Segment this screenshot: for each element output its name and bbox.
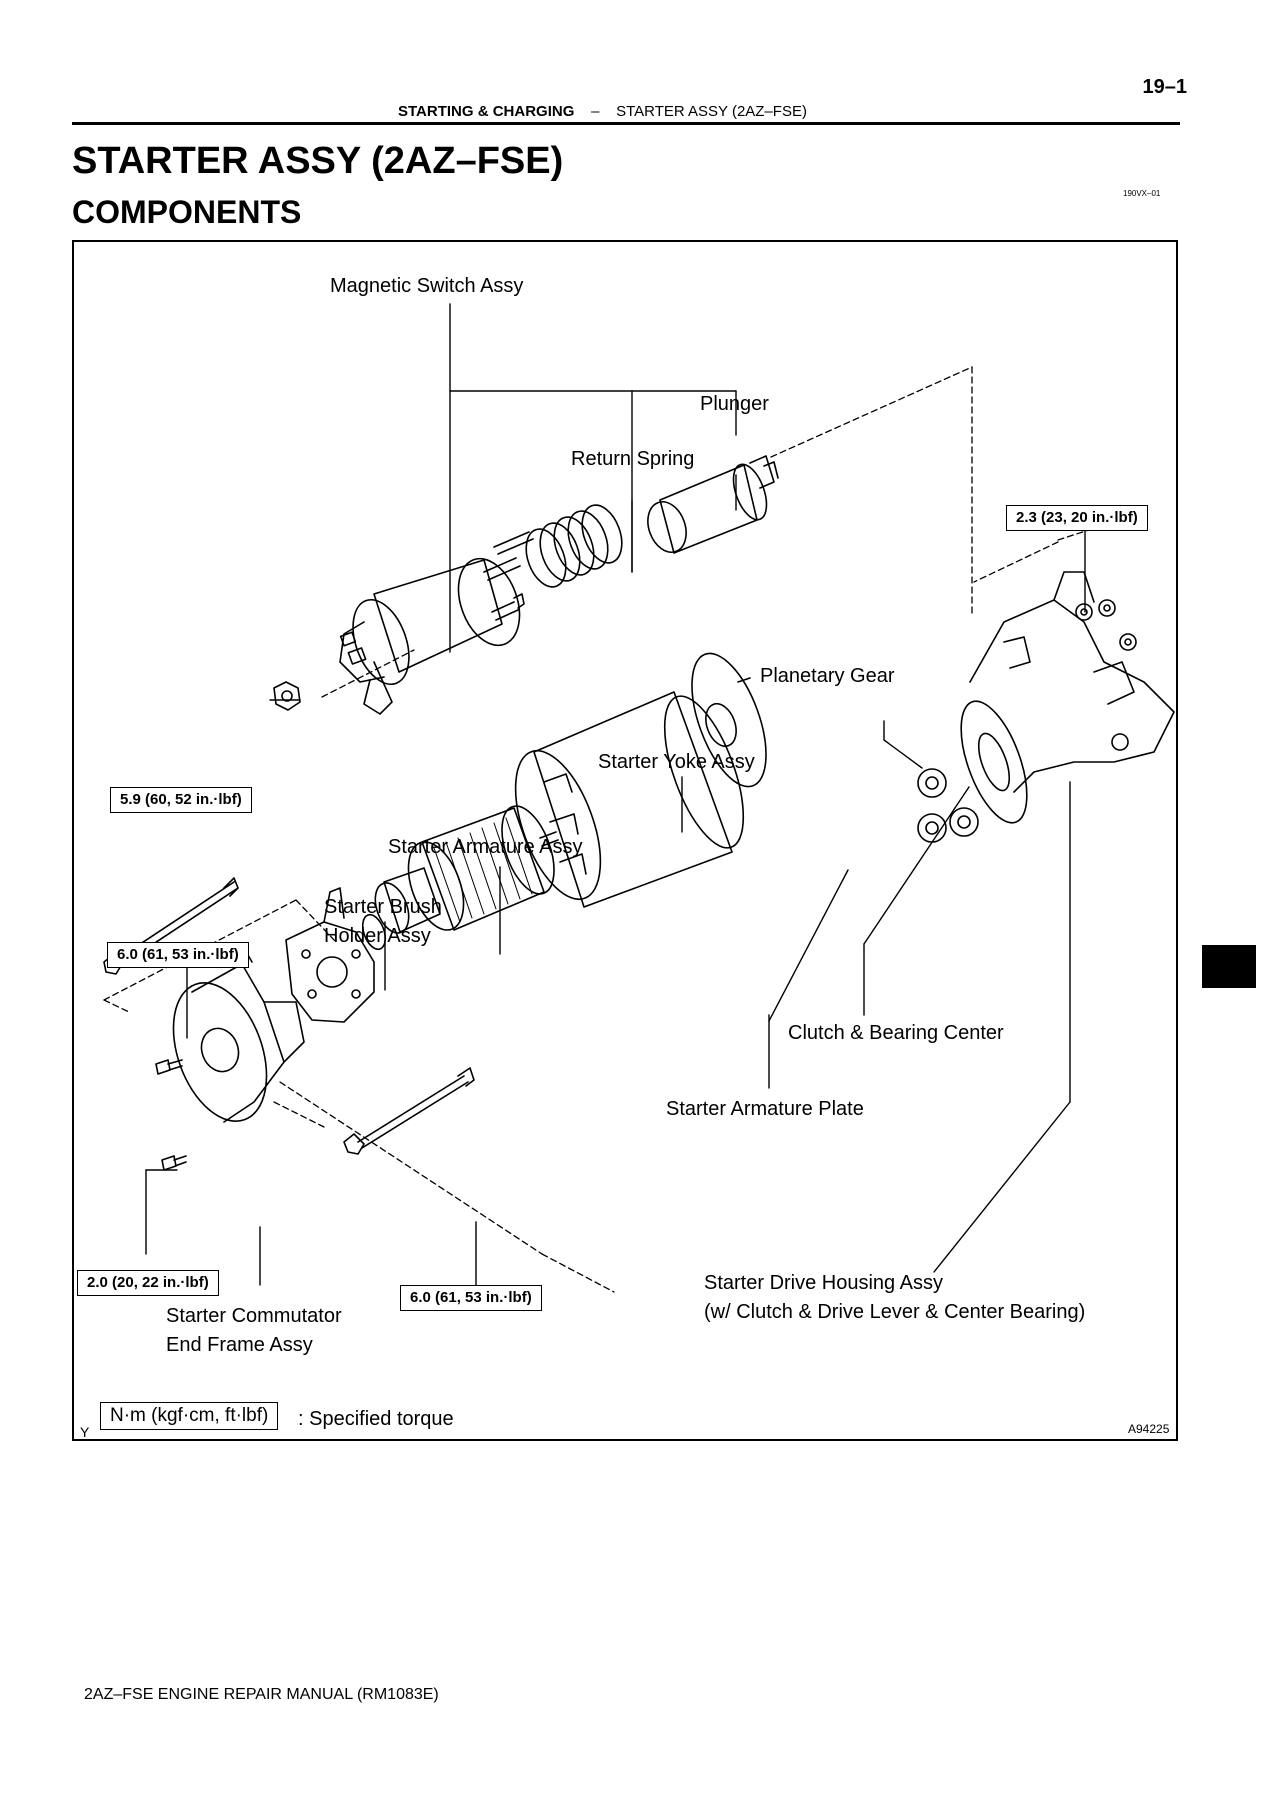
through-bolt-bottom-icon bbox=[343, 1067, 475, 1155]
label-end-frame-line1: Starter Commutator bbox=[166, 1305, 342, 1327]
label-starter-armature: Starter Armature Assy bbox=[388, 836, 583, 858]
drive-housing-icon bbox=[960, 571, 1175, 824]
label-drive-housing-line2: (w/ Clutch & Drive Lever & Center Bearin… bbox=[704, 1301, 1086, 1323]
page-number: 19–1 bbox=[1142, 76, 1188, 98]
return-spring-icon bbox=[525, 504, 623, 588]
running-header: STARTING & CHARGING – STARTER ASSY (2AZ–… bbox=[398, 103, 807, 120]
commutator-end-frame-icon bbox=[172, 947, 305, 1123]
running-header-separator: – bbox=[591, 103, 600, 120]
torque-box-housing-nut: 2.3 (23, 20 in.·lbf) bbox=[1006, 505, 1148, 531]
label-drive-housing-line1: Starter Drive Housing Assy bbox=[704, 1272, 943, 1294]
legend-marker: Y bbox=[80, 1424, 90, 1440]
label-return-spring: Return Spring bbox=[571, 448, 695, 470]
header-rule bbox=[72, 122, 1180, 125]
running-header-subsection: STARTER ASSY (2AZ–FSE) bbox=[616, 103, 807, 120]
magnetic-switch-icon bbox=[339, 531, 534, 715]
housing-nut-icons bbox=[1075, 599, 1137, 651]
section-tab-marker bbox=[1202, 945, 1256, 988]
plunger-icon bbox=[647, 455, 779, 554]
legend-text: : Specified torque bbox=[298, 1408, 454, 1430]
document-code: 190VX–01 bbox=[1123, 189, 1161, 198]
legend-unit-box: N·m (kgf·cm, ft·lbf) bbox=[100, 1402, 279, 1430]
exploded-view-drawing bbox=[103, 303, 1175, 1293]
label-clutch-bearing: Clutch & Bearing Center bbox=[788, 1022, 1004, 1044]
label-end-frame-line2: End Frame Assy bbox=[166, 1334, 313, 1356]
page-footer: 2AZ–FSE ENGINE REPAIR MANUAL (RM1083E) bbox=[84, 1686, 439, 1703]
starter-armature-icon bbox=[374, 805, 559, 934]
label-plunger: Plunger bbox=[700, 393, 769, 415]
label-brush-holder-line2: Holder Assy bbox=[324, 925, 431, 947]
label-planetary-gear: Planetary Gear bbox=[760, 665, 895, 687]
page-title: STARTER ASSY (2AZ–FSE) bbox=[72, 140, 564, 182]
label-magnetic-switch: Magnetic Switch Assy bbox=[330, 275, 524, 297]
armature-plate-icon bbox=[691, 652, 767, 788]
brush-holder-icon bbox=[285, 887, 387, 1023]
torque-box-screw: 2.0 (20, 22 in.·lbf) bbox=[77, 1270, 219, 1296]
torque-box-switch-nut: 5.9 (60, 52 in.·lbf) bbox=[110, 787, 252, 813]
label-brush-holder-line1: Starter Brush bbox=[324, 896, 442, 918]
torque-box-through-bolt-bottom: 6.0 (61, 53 in.·lbf) bbox=[400, 1285, 542, 1311]
switch-nut-icon bbox=[273, 681, 301, 711]
assembly-lines bbox=[103, 366, 1099, 1293]
screw-icons bbox=[155, 1059, 187, 1171]
label-starter-yoke: Starter Yoke Assy bbox=[598, 751, 755, 773]
label-armature-plate: Starter Armature Plate bbox=[666, 1098, 864, 1120]
components-figure: Magnetic Switch Assy Plunger Return Spri… bbox=[72, 240, 1178, 1441]
figure-id: A94225 bbox=[1128, 1422, 1170, 1436]
starter-yoke-icon bbox=[514, 691, 745, 908]
section-title: COMPONENTS bbox=[72, 194, 302, 230]
running-header-section: STARTING & CHARGING bbox=[398, 103, 575, 120]
planetary-gear-icon bbox=[917, 768, 979, 843]
torque-box-through-bolt-left: 6.0 (61, 53 in.·lbf) bbox=[107, 942, 249, 968]
